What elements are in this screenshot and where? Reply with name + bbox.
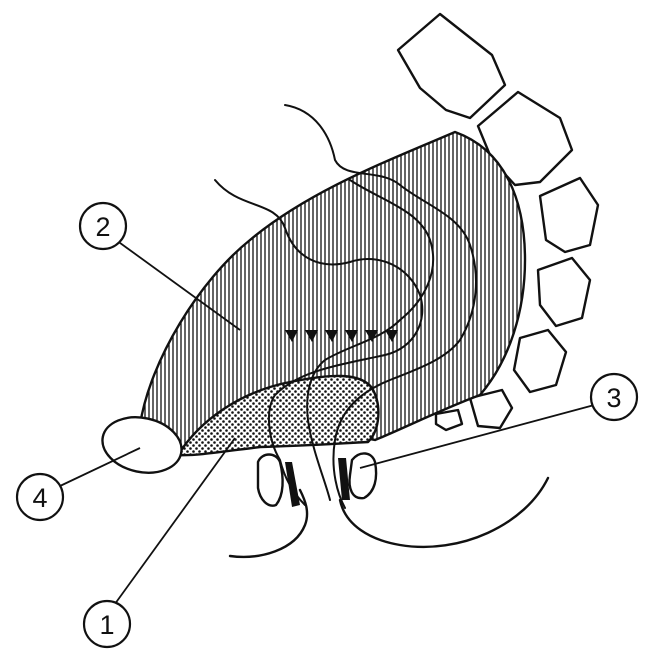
callout-1: 1 bbox=[84, 601, 130, 647]
callout-3: 3 bbox=[591, 374, 637, 420]
small-bone-right bbox=[350, 453, 377, 498]
callout-4: 4 bbox=[17, 474, 63, 520]
small-bone-left bbox=[258, 455, 283, 506]
vertebra-1 bbox=[398, 14, 505, 118]
callout-2-text: 2 bbox=[95, 212, 110, 242]
callout-4-text: 4 bbox=[32, 483, 47, 513]
callout-1-text: 1 bbox=[99, 610, 114, 640]
callout-3-text: 3 bbox=[606, 383, 621, 413]
callout-2: 2 bbox=[80, 203, 126, 249]
vertebra-3 bbox=[540, 178, 598, 252]
vertebra-4 bbox=[538, 258, 590, 326]
vertebra-7 bbox=[436, 410, 462, 430]
vertebra-5 bbox=[514, 330, 566, 392]
canal-strip-left bbox=[285, 462, 300, 507]
